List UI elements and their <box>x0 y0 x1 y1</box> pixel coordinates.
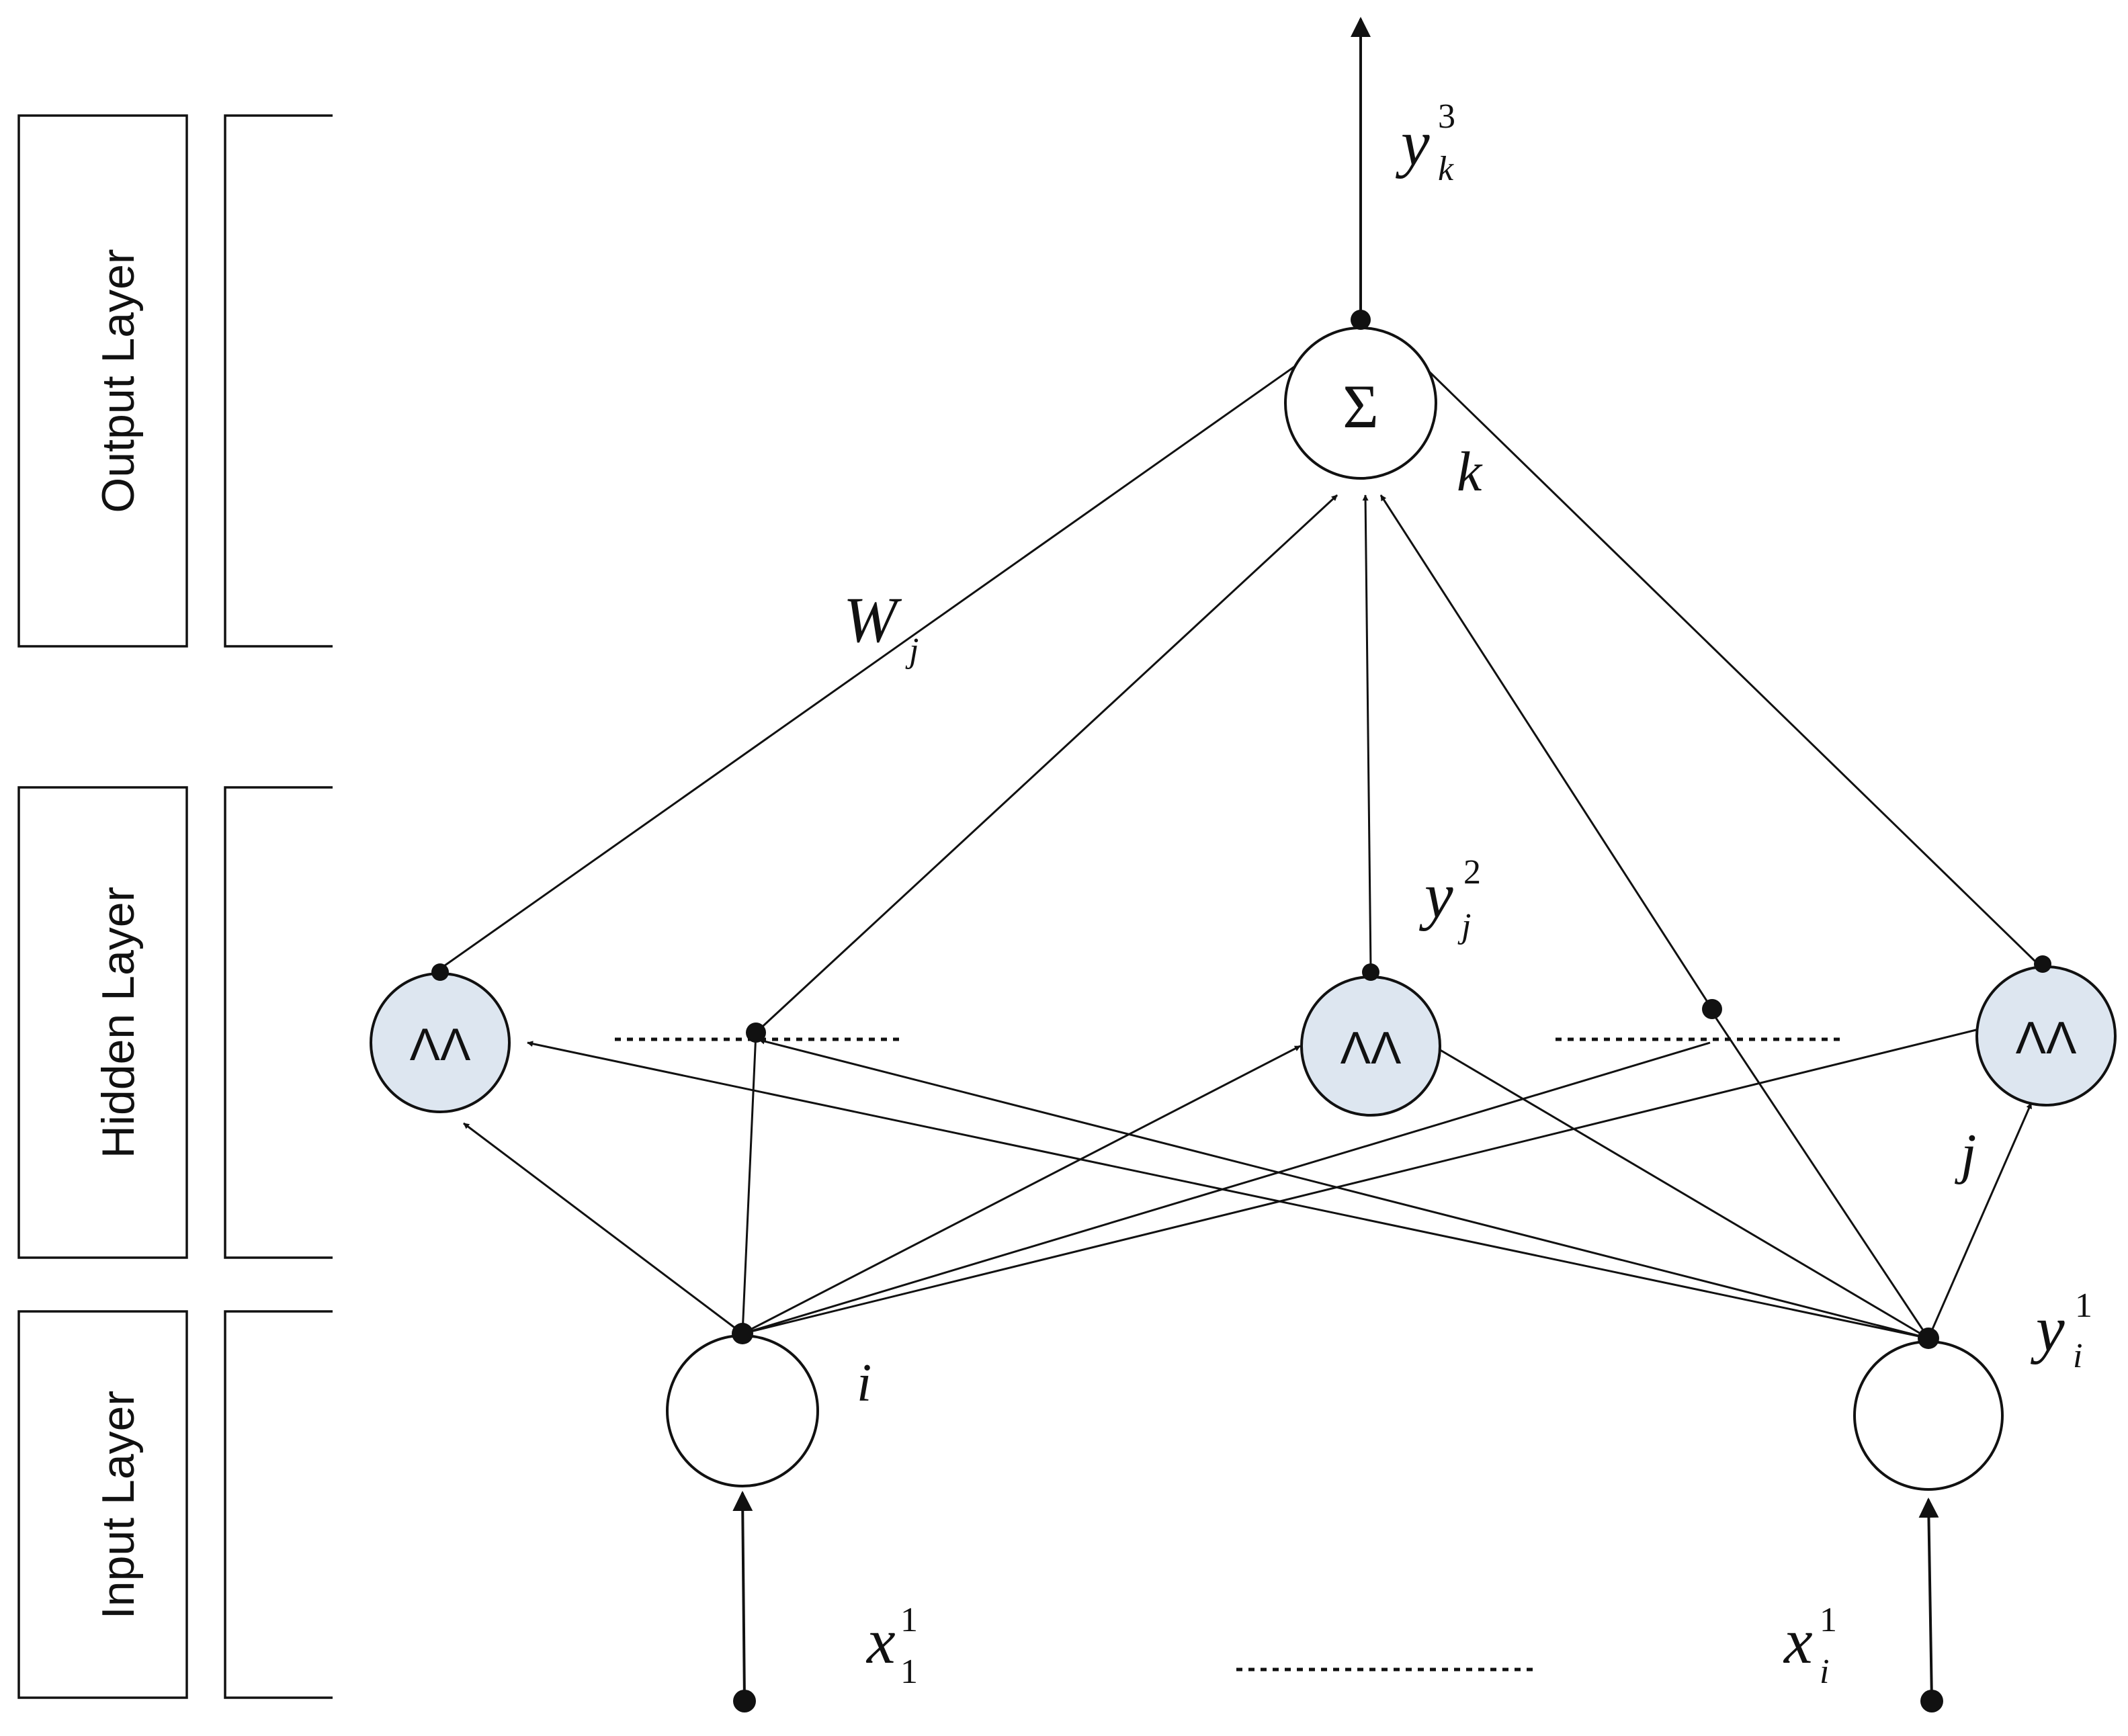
edge-i-to-hdot2 <box>742 1041 1711 1335</box>
edge-ilast-to-h3 <box>1927 1102 2033 1339</box>
output-layer-group: Output Layer <box>17 114 333 648</box>
hidden-node-3-symbol: ΛΛ <box>2016 1012 2077 1064</box>
hidden-node-2-symbol: ΛΛ <box>1340 1023 1402 1074</box>
hidden-node-1-symbol: ΛΛ <box>410 1019 471 1070</box>
input-node-last-circle <box>1853 1340 2004 1491</box>
edge-ilast-to-h1 <box>527 1041 1929 1340</box>
input-node-first-terminal <box>732 1323 753 1344</box>
label-hidden-signal-base: y <box>1418 859 1453 931</box>
input-arrow-last <box>1918 1498 1939 1702</box>
hidden-layer-bracket <box>224 786 333 1259</box>
label-input-first-base: x <box>865 1605 896 1677</box>
hidden-node-2-terminal <box>1362 963 1379 981</box>
label-hidden-signal: y 2 j <box>1418 853 1481 945</box>
output-node-terminal <box>1351 310 1371 330</box>
edge-i-to-h3 <box>742 1028 1980 1335</box>
input-layer-bracket <box>224 1310 333 1699</box>
edge-hdot2-to-out <box>1379 494 1713 1010</box>
hidden-node-3-terminal <box>2034 955 2051 973</box>
label-input-signal-base: y <box>2030 1293 2065 1364</box>
hidden-node-index: j <box>1955 1123 1976 1185</box>
edges-from-input-last <box>527 1008 2033 1340</box>
label-input-first-sup: 1 <box>900 1601 918 1639</box>
label-output-signal-sup: 3 <box>1438 97 1455 136</box>
output-layer-box <box>17 114 188 648</box>
edge-h1-to-out <box>439 349 1318 970</box>
label-hidden-signal-sub: j <box>1457 907 1471 945</box>
hidden-node-1-terminal <box>431 963 449 981</box>
edge-h3-to-out <box>1406 349 2037 963</box>
edge-ilast-to-hdot1 <box>759 1038 1929 1340</box>
label-output-signal-base: y <box>1395 107 1430 179</box>
hidden-layer-group: Hidden Layer <box>17 786 333 1259</box>
hidden-dot-1 <box>746 1023 766 1043</box>
label-input-last: x 1 i <box>1783 1601 1837 1691</box>
label-hidden-signal-sup: 2 <box>1463 853 1481 892</box>
input-layer-group: Input Layer <box>17 1310 333 1699</box>
hidden-node-3: ΛΛ j <box>1955 955 2117 1185</box>
input-source-last <box>1920 1690 1943 1712</box>
hidden-node-2: ΛΛ <box>1300 963 1441 1117</box>
input-layer-label: Input Layer <box>93 1391 144 1619</box>
label-input-signal-sup: 1 <box>2075 1287 2092 1325</box>
output-layer-bracket <box>224 114 333 648</box>
output-layer-label: Output Layer <box>93 249 144 513</box>
label-output-signal: y 3 k <box>1395 97 1455 188</box>
label-weight-base: W <box>843 584 902 656</box>
label-input-signal: y 1 i <box>2030 1287 2092 1375</box>
label-input-last-sub: i <box>1820 1653 1829 1691</box>
input-node-index: i <box>857 1354 871 1413</box>
edge-i-to-h1 <box>463 1122 743 1335</box>
edge-ilast-to-hdot2 <box>1709 1008 1930 1339</box>
input-arrow-first <box>732 1491 753 1702</box>
output-node-index: k <box>1457 441 1483 503</box>
input-node-last-terminal <box>1918 1328 1939 1349</box>
label-input-first-sub: 1 <box>900 1653 918 1691</box>
input-source-first <box>733 1690 756 1712</box>
output-node: Σ k <box>1284 310 1483 503</box>
input-node-first: i <box>666 1323 871 1487</box>
label-input-first: x 1 1 <box>865 1601 918 1691</box>
label-output-signal-sub: k <box>1438 150 1454 188</box>
edge-h2-to-out <box>1362 494 1372 969</box>
hidden-dot-2 <box>1702 999 1722 1019</box>
input-node-last <box>1853 1328 2004 1491</box>
edges-hidden-to-output <box>439 349 2037 1034</box>
edge-i-to-hdot1 <box>741 1032 759 1334</box>
label-input-last-sup: 1 <box>1820 1601 1837 1639</box>
input-node-first-circle <box>666 1334 819 1487</box>
label-input-last-base: x <box>1783 1605 1813 1677</box>
label-weight-sub: j <box>905 632 919 670</box>
label-weight: W j <box>843 584 919 670</box>
hidden-layer-label: Hidden Layer <box>93 887 144 1158</box>
edges-from-input-i <box>463 1028 1980 1335</box>
hidden-layer-box <box>17 786 188 1259</box>
label-input-signal-sub: i <box>2073 1337 2082 1375</box>
edge-i-to-h2 <box>742 1045 1301 1335</box>
hidden-node-1: ΛΛ <box>370 963 511 1113</box>
edge-hdot1-to-out <box>755 494 1338 1034</box>
input-layer-box <box>17 1310 188 1699</box>
summation-symbol: Σ <box>1343 372 1379 441</box>
edge-ilast-to-h2 <box>1431 1043 1929 1340</box>
